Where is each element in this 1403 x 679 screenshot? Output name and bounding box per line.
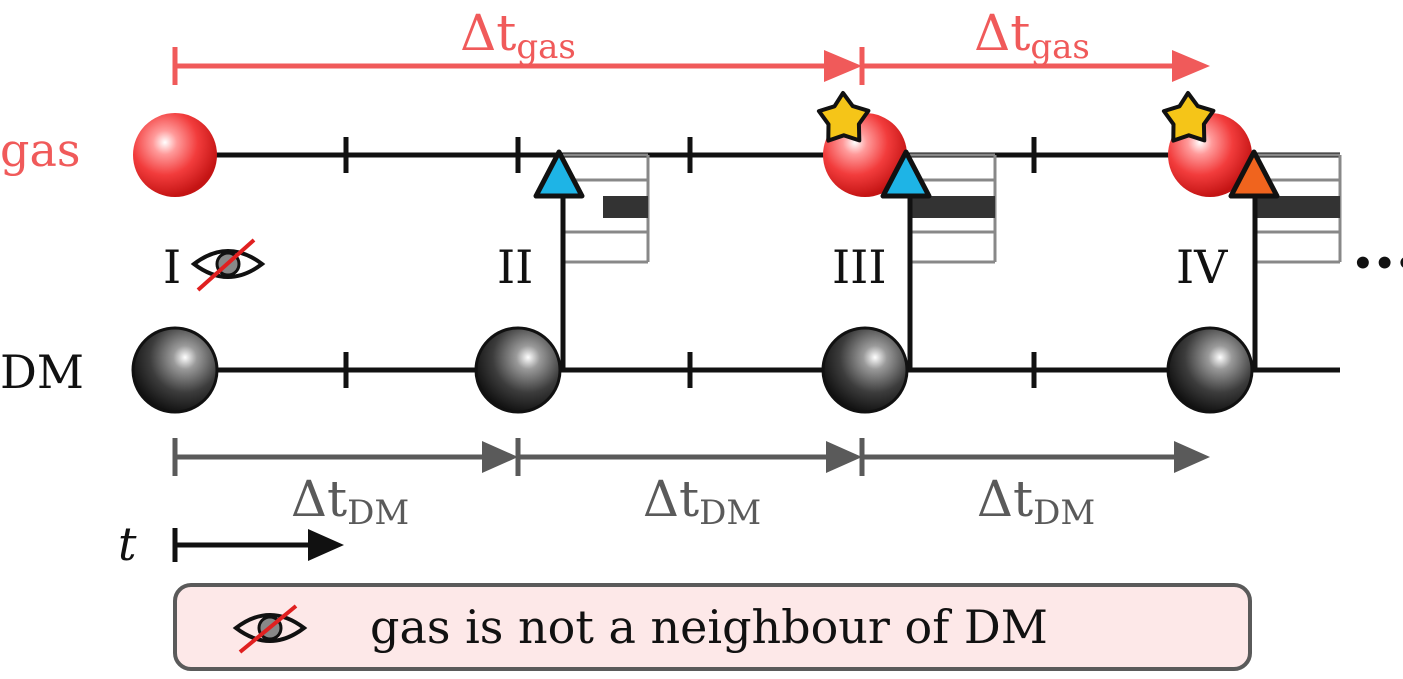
triangle-marker-blue: [533, 149, 585, 199]
triangle-marker-blue: [880, 149, 932, 199]
legend-text: gas is not a neighbour of DM: [370, 600, 1048, 654]
neighbour-list-bar: [1255, 196, 1340, 218]
connectors: [560, 188, 1258, 370]
dm-particle: [821, 326, 909, 414]
star-icon: [1161, 91, 1216, 143]
dm-row-label: DM: [0, 345, 84, 399]
neighbour-list-2: [910, 153, 997, 264]
neighbour-list-1: [563, 153, 650, 264]
gas-interval-1-arrowhead: [824, 50, 862, 82]
gas-interval-label-1: Δtgas: [460, 4, 576, 67]
ellipsis: •••: [1352, 244, 1403, 284]
dm-particle: [1166, 326, 1254, 414]
step-label-4: IV: [1176, 240, 1228, 294]
dm-interval-arrows: [172, 438, 1210, 476]
neighbour-list-3: [1255, 153, 1342, 264]
neighbour-list-bar: [603, 196, 648, 218]
crossed-eye-icon: [190, 238, 266, 292]
crossed-eye-icon: [232, 604, 308, 654]
dm-particle: [131, 326, 219, 414]
gas-timeline: [215, 137, 1340, 173]
legend-box: [173, 583, 1252, 671]
dm-timeline: [215, 352, 1340, 388]
gas-interval-2-arrowhead: [1172, 50, 1210, 82]
legend: gas is not a neighbour of DM: [173, 583, 1252, 671]
step-label-2: II: [497, 240, 533, 294]
step-label-3: III: [832, 240, 887, 294]
dm-interval-label-3: ΔtDM: [977, 470, 1095, 533]
neighbour-list-bar: [910, 196, 995, 218]
time-axis-arrow: [172, 528, 344, 562]
star-icon: [816, 91, 871, 143]
gas-interval-label-2: Δtgas: [974, 4, 1090, 67]
triangle-marker-orange: [1228, 149, 1280, 199]
gas-particle: [133, 113, 217, 197]
dm-interval-label-1: ΔtDM: [291, 470, 409, 533]
time-axis-label: t: [118, 517, 137, 571]
dm-interval-label-2: ΔtDM: [643, 470, 761, 533]
step-label-1: I: [163, 240, 181, 294]
gas-row-label: gas: [0, 123, 80, 177]
gas-interval-arrows: [172, 47, 1210, 85]
dm-particle: [474, 326, 562, 414]
